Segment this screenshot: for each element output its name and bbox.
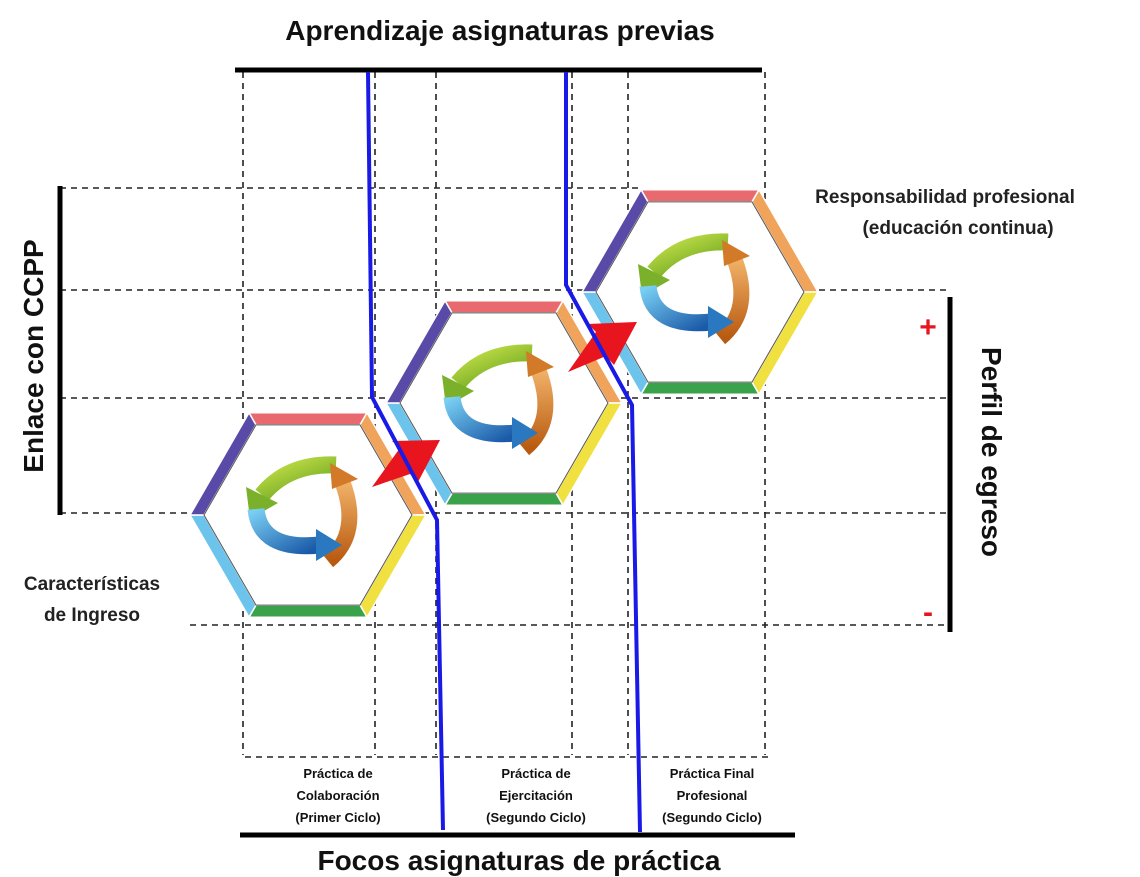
column-2-line1: Práctica de	[501, 766, 570, 781]
divider-line-1	[366, 71, 445, 831]
cycle-arrows-icon	[442, 344, 554, 456]
column-1-line2: Colaboración	[296, 788, 379, 803]
entry-note-line1: Características	[24, 574, 160, 595]
entry-note-line2: de Ingreso	[44, 605, 140, 626]
hexagon-inner	[203, 424, 413, 606]
hexagon-layer	[188, 188, 820, 619]
column-2-line3: (Segundo Ciclo)	[486, 810, 586, 825]
top-title: Aprendizaje asignaturas previas	[285, 15, 715, 46]
hexagon-primer-ciclo	[188, 411, 428, 619]
exit-note-line1: Responsabilidad profesional	[815, 187, 1075, 208]
hexagon-segment	[247, 604, 369, 618]
hexagon-segment	[443, 300, 565, 314]
plus-sign: +	[919, 311, 937, 344]
hexagon-segment	[247, 412, 369, 426]
hexagon-inner	[595, 201, 805, 383]
column-3-line3: (Segundo Ciclo)	[662, 810, 762, 825]
bottom-title: Focos asignaturas de práctica	[317, 845, 720, 876]
hexagon-segment	[639, 189, 761, 203]
column-3-line2: Profesional	[677, 788, 748, 803]
hexagon-segment	[443, 492, 565, 506]
left-title: Enlace con CCPP	[18, 239, 49, 472]
blue-divider-lines	[366, 71, 642, 833]
hexagon-segundo-ciclo-final	[580, 188, 820, 396]
column-3-line1: Práctica Final	[670, 766, 755, 781]
right-title: Perfil de egreso	[976, 347, 1007, 557]
hexagon-segment	[639, 381, 761, 395]
cycle-arrows-icon	[246, 456, 358, 568]
exit-note-line2: (educación continua)	[862, 218, 1053, 239]
column-1-line3: (Primer Ciclo)	[295, 810, 380, 825]
divider-line-2	[564, 72, 642, 833]
minus-sign: -	[923, 596, 933, 629]
link-arrow-2	[568, 322, 637, 372]
column-labels: Práctica de Colaboración (Primer Ciclo) …	[295, 766, 761, 825]
column-1-line1: Práctica de	[303, 766, 372, 781]
hexagon-inner	[399, 312, 609, 494]
hexagon-segundo-ciclo-ejercitacion	[384, 299, 624, 507]
axis-bars	[57, 67, 953, 838]
column-2-line2: Ejercitación	[499, 788, 573, 803]
cycle-arrows-icon	[638, 233, 750, 345]
